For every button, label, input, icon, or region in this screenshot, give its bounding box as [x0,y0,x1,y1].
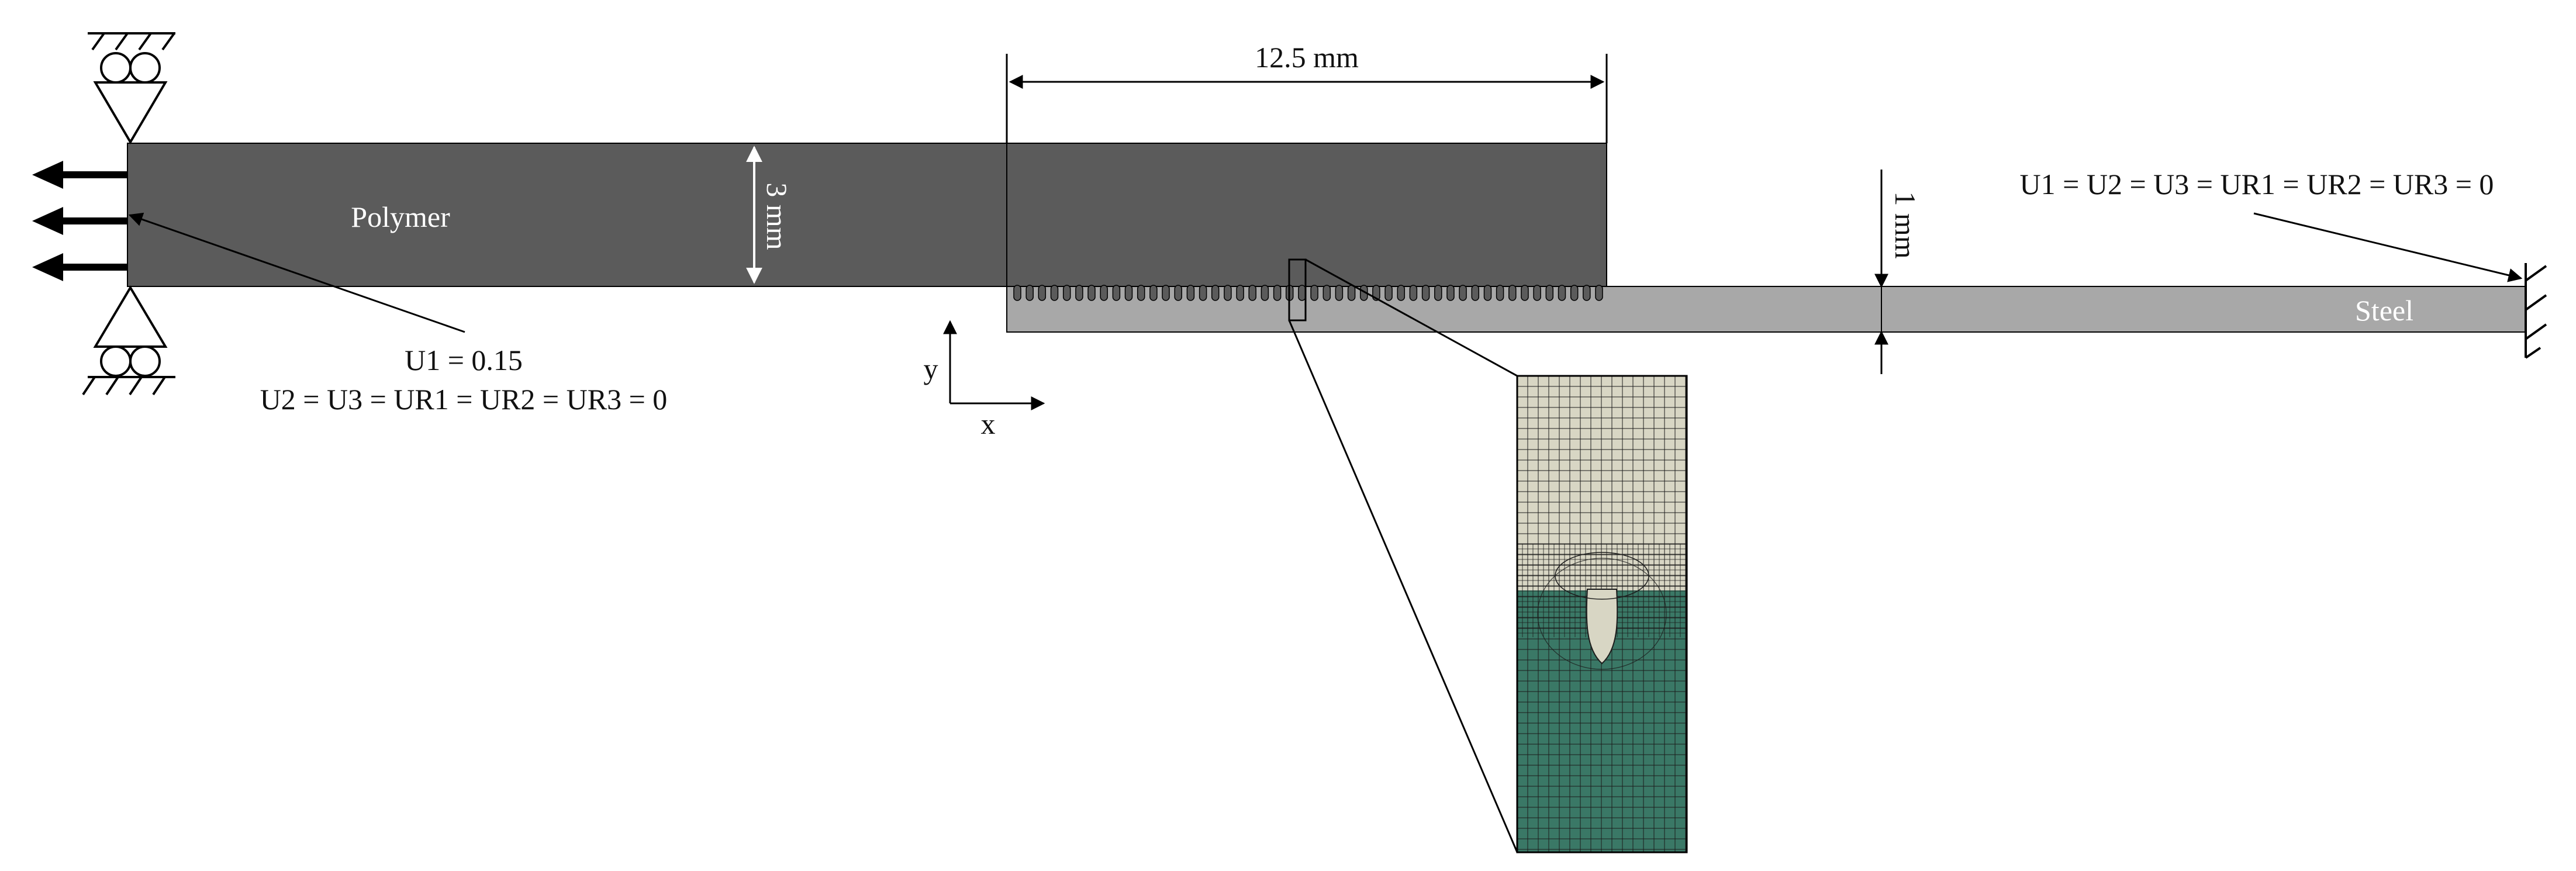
interlock-tooth [1310,285,1318,301]
interlock-tooth [1186,285,1195,301]
interlock-tooth [1558,285,1566,301]
interlock-tooth [1434,285,1442,301]
interlock-tooth [1545,285,1554,301]
interlock-tooth [1199,285,1207,301]
interlock-tooth [1261,285,1269,301]
interlock-tooth [1149,285,1158,301]
interlock-tooth [1335,285,1344,301]
interlock-tooth [1446,285,1455,301]
interlock-tooth [1347,285,1356,301]
interlock-tooth [1236,285,1244,301]
interlock-tooth [1483,285,1492,301]
interlock-tooth [1038,285,1047,301]
overlap-dimension: 12.5 mm [1006,41,1608,143]
interlock-tooth [1384,285,1393,301]
left-bc-line1: U1 = 0.15 [405,344,523,376]
polymer-thickness-label: 3 mm [761,182,793,250]
interlock-tooth [1397,285,1406,301]
zoom-leader-top [1305,258,1518,377]
mesh-tooth [1586,589,1618,665]
interlock-tooth [1100,285,1108,301]
interlock-tooth [1471,285,1480,301]
interlock-tooth [1025,285,1034,301]
interlock-tooth [1013,285,1021,301]
interlock-tooth [1162,285,1170,301]
interlock-tooth [1421,285,1430,301]
steel-label: Steel [2355,294,2413,327]
left-bc-line2: U2 = U3 = UR1 = UR2 = UR3 = 0 [260,383,668,416]
interlock-tooth [1224,285,1232,301]
interlock-teeth [1013,285,1603,301]
steel-thickness-label: 1 mm [1889,191,1922,258]
interlock-tooth [1112,285,1121,301]
polymer-substrate [127,143,1607,287]
axis-x-label: x [981,407,996,440]
interlock-tooth [1595,285,1603,301]
steel-substrate [1006,286,2526,333]
interlock-tooth [1062,285,1071,301]
polymer-thickness-dimension: 3 mm [746,146,793,284]
polymer-label: Polymer [351,201,450,233]
interlock-tooth [1124,285,1133,301]
coordinate-axes: y x [924,320,1045,440]
interlock-tooth [1087,285,1096,301]
interlock-tooth [1248,285,1256,301]
interlock-tooth [1137,285,1145,301]
left-support [82,32,175,396]
zoom-leader-bottom [1288,320,1518,853]
interlock-tooth [1521,285,1529,301]
interlock-tooth [1050,285,1059,301]
interlock-tooth [1298,285,1306,301]
right-bc-label: U1 = U2 = U3 = UR1 = UR2 = UR3 = 0 [2020,168,2494,201]
overlap-length-label: 12.5 mm [1255,41,1359,74]
mesh-inset [1516,375,1688,853]
interlock-tooth [1211,285,1220,301]
left-bc-leader [128,212,465,333]
interlock-tooth [1409,285,1418,301]
interlock-tooth [1075,285,1083,301]
right-bc-leader [2253,212,2523,282]
interlock-tooth [1174,285,1182,301]
steel-thickness-dimension: 1 mm [1874,170,1922,374]
interlock-tooth [1459,285,1467,301]
interlock-tooth [1508,285,1517,301]
right-fixed-support [2525,263,2547,359]
interlock-tooth [1273,285,1282,301]
zoom-region-box [1288,258,1307,322]
interlock-tooth [1322,285,1331,301]
interlock-tooth [1583,285,1591,301]
load-arrows [32,161,127,281]
interlock-tooth [1496,285,1504,301]
axis-y-label: y [924,352,938,385]
interlock-tooth [1533,285,1541,301]
interlock-tooth [1570,285,1579,301]
